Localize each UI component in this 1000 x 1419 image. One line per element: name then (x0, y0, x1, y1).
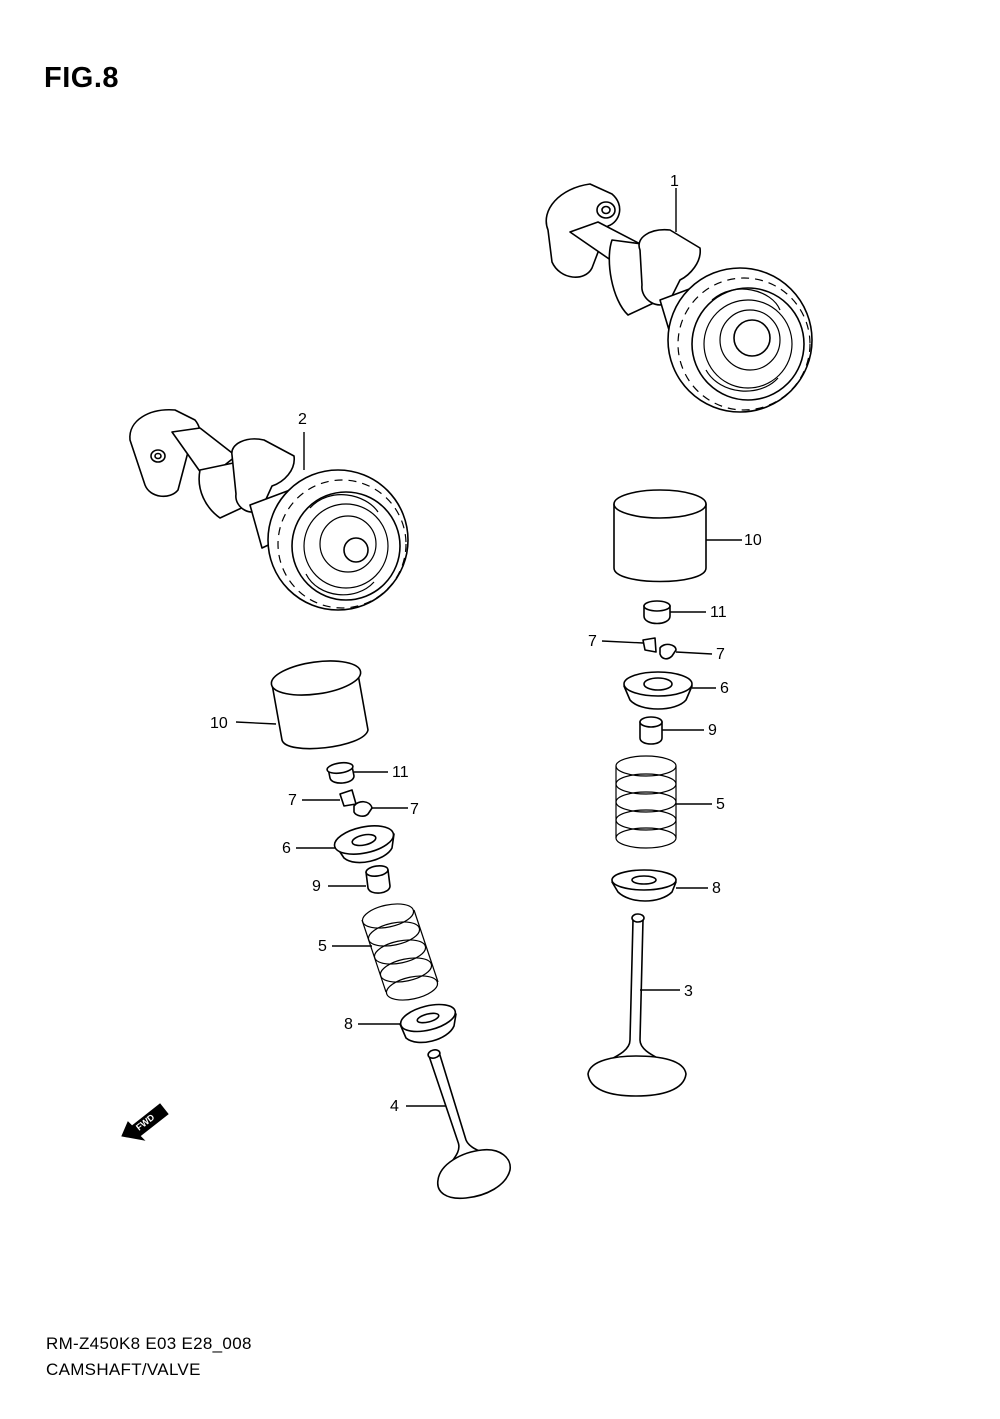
section-name: CAMSHAFT/VALVE (46, 1360, 201, 1379)
seat-8-left-icon[interactable] (398, 1000, 458, 1044)
callout-5-right: 5 (716, 796, 725, 813)
cotter-7-right-icon[interactable] (642, 637, 677, 660)
callout-8-left: 8 (344, 1016, 353, 1033)
seat-8-right-icon[interactable] (611, 869, 677, 902)
tappet-10-left-icon[interactable] (269, 656, 369, 750)
oil-seal-9-right-icon[interactable] (639, 716, 663, 745)
callout-3: 3 (684, 983, 693, 1000)
callout-6-right: 6 (720, 680, 729, 697)
camshaft-2-icon[interactable]: 2 (129, 409, 409, 611)
callout-11-right: 11 (710, 604, 727, 621)
spring-5-left-icon[interactable] (360, 900, 439, 1004)
callout-9-right: 9 (708, 722, 717, 739)
fwd-arrow-icon: FWD (121, 1103, 169, 1141)
model-code: RM-Z450K8 E03 E28_008 (46, 1334, 252, 1353)
figure-title: FIG.8 (44, 62, 120, 94)
shim-11-right-icon[interactable] (643, 600, 671, 625)
retainer-6-right-icon[interactable] (623, 671, 693, 710)
callout-7-left-b: 7 (410, 801, 419, 818)
oil-seal-9-left-icon[interactable] (365, 865, 391, 894)
callout-6-left: 6 (282, 840, 291, 857)
callout-5-left: 5 (318, 938, 327, 955)
callout-9-left: 9 (312, 878, 321, 895)
callout-2: 2 (298, 411, 307, 428)
callout-11-left: 11 (392, 764, 409, 781)
callout-1: 1 (670, 173, 679, 190)
callout-10-right: 10 (744, 532, 762, 549)
callout-8-right: 8 (712, 880, 721, 897)
callout-10-left: 10 (210, 715, 228, 732)
retainer-6-left-icon[interactable] (332, 821, 396, 864)
callout-7-right-a: 7 (588, 633, 597, 650)
camshaft-1-icon[interactable]: 1 (545, 173, 813, 413)
spring-5-right-icon[interactable] (615, 755, 677, 849)
callout-7-right-b: 7 (716, 646, 725, 663)
callout-4: 4 (390, 1098, 399, 1115)
tappet-10-right-icon[interactable] (613, 489, 707, 583)
callout-7-left-a: 7 (288, 792, 297, 809)
valve-4-icon[interactable] (427, 1049, 511, 1200)
cotter-7-left-icon[interactable] (339, 789, 373, 817)
shim-11-left-icon[interactable] (326, 761, 355, 784)
valve-3-icon[interactable] (587, 913, 687, 1097)
